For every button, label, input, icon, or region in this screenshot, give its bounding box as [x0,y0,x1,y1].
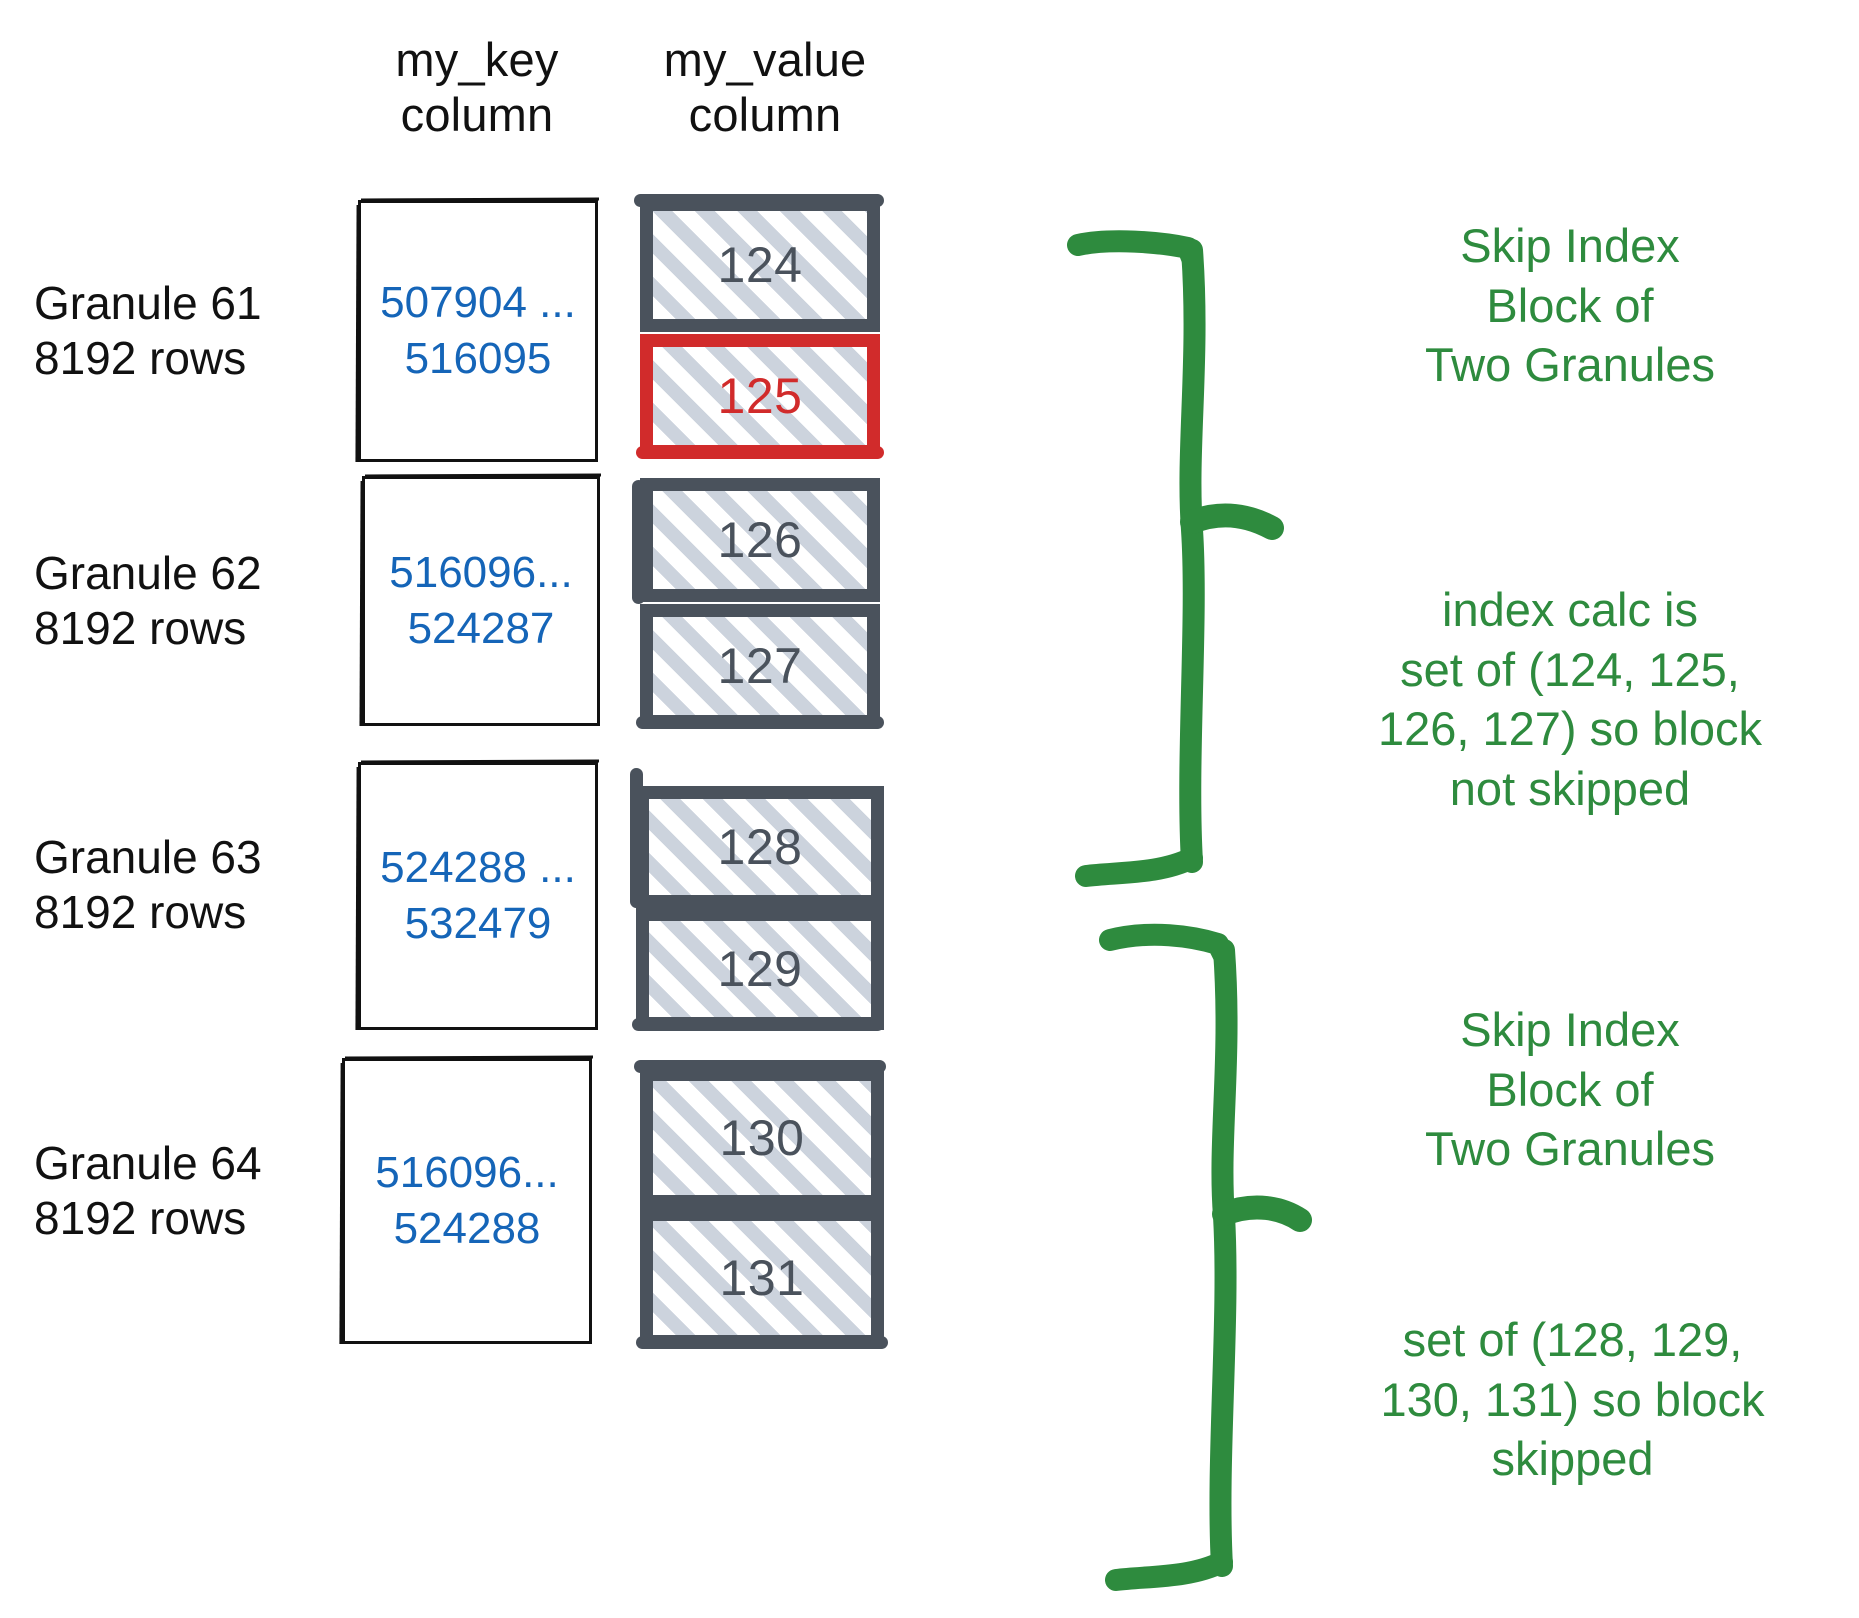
key-box-granule-61: 507904 ... 516095 [358,200,598,462]
key-range-64-line2: 524288 [393,1204,541,1253]
value-box-128-accent [630,768,643,908]
annotation-block-1-note-line3: 126, 127) so block [1377,702,1763,756]
column-header-my-value-line2: column [688,88,842,142]
value-box-131-accent [636,1336,888,1349]
value-128: 128 [717,819,803,875]
value-box-124: 124 [640,198,880,332]
granule-61-name: Granule 61 [34,277,262,329]
annotation-block-1-title-line3: Two Granules [1425,338,1715,392]
value-box-125-accent [636,446,884,459]
value-124: 124 [717,237,803,293]
annotation-block-1-title: Skip Index Block of Two Granules [1320,216,1820,395]
key-range-63-line1: 524288 ... [380,842,576,892]
value-125: 125 [717,368,803,424]
value-130: 130 [719,1110,805,1166]
granule-label-62: Granule 62 8192 rows [34,546,334,656]
column-header-my-key-line1: my_key [395,33,559,86]
key-range-61-line1: 507904 ... [380,277,576,327]
value-box-128: 128 [636,786,884,908]
annotation-block-2-title-line3: Two Granules [1425,1122,1715,1176]
key-range-62-line2: 524287 [407,604,555,653]
value-box-127-accent [636,716,884,729]
annotation-block-1-note-line2: set of (124, 125, [1400,642,1740,696]
key-box-granule-62: 516096... 524287 [362,476,600,726]
annotation-block-2-title-line1: Skip Index [1460,1003,1680,1056]
key-range-63-line2: 532479 [404,899,552,948]
granule-61-rows: 8192 rows [34,332,247,385]
granule-64-rows: 8192 rows [34,1192,247,1245]
granule-62-name: Granule 62 [34,547,262,599]
annotation-block-2-note-line2: 130, 131) so block [1380,1372,1765,1426]
value-box-125: 125 [640,334,880,458]
key-range-62: 516096... 524287 [389,545,573,658]
key-box-granule-64: 516096... 524288 [342,1058,592,1344]
column-header-my-value: my_value column [640,32,890,143]
key-range-64-line1: 516096... [375,1147,559,1197]
value-box-126-accent [632,480,645,604]
annotation-block-1-note: index calc is set of (124, 125, 126, 127… [1300,580,1840,819]
annotation-block-2-note-line1: set of (128, 129, [1402,1313,1743,1366]
annotation-block-1-title-line2: Block of [1486,278,1654,332]
value-box-127: 127 [640,604,880,728]
column-header-my-key: my_key column [352,32,602,143]
column-header-my-key-line2: column [400,88,554,142]
value-box-129: 129 [636,908,884,1030]
granule-63-rows: 8192 rows [34,886,247,939]
granule-63-name: Granule 63 [34,831,262,883]
value-126: 126 [717,512,803,568]
value-box-124-accent [634,194,884,207]
key-range-64: 516096... 524288 [375,1145,559,1258]
value-box-129-accent [632,1018,884,1031]
annotation-block-1-note-line1: index calc is [1442,583,1698,636]
value-box-130: 130 [640,1068,884,1208]
granule-62-rows: 8192 rows [34,602,247,655]
key-range-62-line1: 516096... [389,547,573,597]
annotation-block-2-title: Skip Index Block of Two Granules [1320,1000,1820,1179]
annotation-block-2-note-line3: skipped [1491,1432,1654,1486]
granule-label-63: Granule 63 8192 rows [34,830,334,940]
value-129: 129 [717,941,803,997]
key-range-61: 507904 ... 516095 [380,275,576,388]
key-box-granule-63: 524288 ... 532479 [358,762,598,1030]
granule-label-61: Granule 61 8192 rows [34,276,334,386]
skip-index-brace-1 [1067,230,1284,887]
value-box-126: 126 [640,478,880,602]
column-header-my-value-line1: my_value [663,33,867,86]
skip-index-brace-2 [1099,923,1312,1591]
key-range-61-line2: 516095 [404,334,552,383]
annotation-block-1-title-line1: Skip Index [1460,219,1680,272]
granule-64-name: Granule 64 [34,1137,262,1189]
value-box-130-accent [634,1060,886,1073]
key-range-63: 524288 ... 532479 [380,840,576,953]
annotation-block-1-note-line4: not skipped [1449,762,1691,816]
granule-label-64: Granule 64 8192 rows [34,1136,334,1246]
value-127: 127 [717,638,803,694]
value-box-131: 131 [640,1208,884,1348]
value-131: 131 [719,1250,805,1306]
annotation-block-2-title-line2: Block of [1486,1062,1654,1116]
annotation-block-2-note: set of (128, 129, 130, 131) so block ski… [1300,1310,1845,1489]
